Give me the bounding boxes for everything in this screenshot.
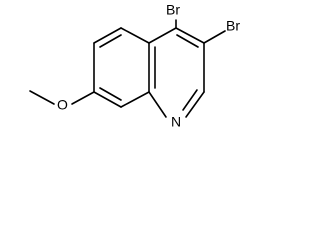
bond-n1-c2 [185, 91, 205, 118]
atom-label-br-top: Br [166, 2, 180, 18]
bond-c4-c4a [148, 27, 177, 44]
atom-label-nitrogen: N [171, 114, 181, 130]
bond-c4a-c5 [120, 27, 150, 44]
bond-c7-o [71, 91, 95, 105]
bond-c5-c6-double [99, 34, 122, 48]
bond-c5-c6 [93, 27, 122, 44]
atom-label-oxygen: O [57, 97, 68, 113]
bond-c8a-n1 [148, 91, 167, 118]
bond-c7-c8 [93, 91, 122, 108]
bond-c3-br [203, 30, 226, 44]
atom-label-br-right: Br [226, 18, 240, 34]
bond-c3-c4 [175, 27, 205, 44]
bond-c8-c8a [120, 91, 150, 108]
bond-o-methyl [29, 90, 55, 105]
bond-c4-c3-double [176, 34, 199, 48]
quinoline-structure-diagram: Br Br N O [29, 2, 240, 130]
bond-c7-c8-double [99, 87, 122, 101]
bond-c2-n1-double [182, 89, 198, 111]
